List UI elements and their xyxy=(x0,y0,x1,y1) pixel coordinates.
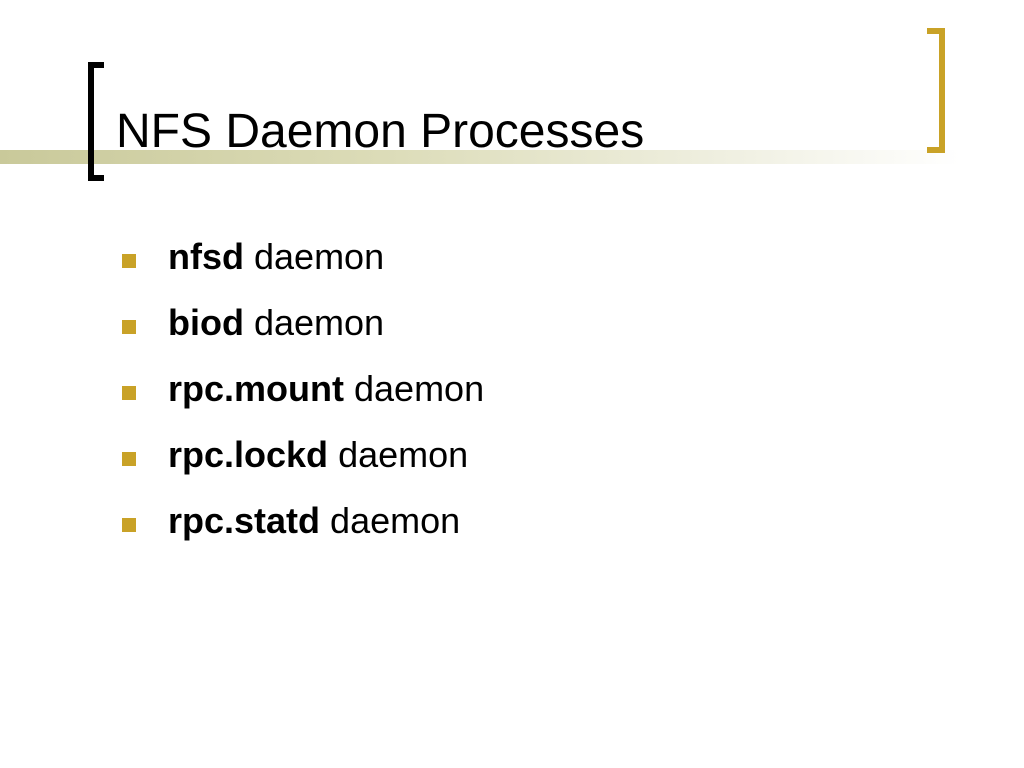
bullet-item-biod: biod daemon xyxy=(120,298,484,364)
square-bullet-icon xyxy=(122,452,136,466)
title-underline-bar xyxy=(0,150,960,164)
command-name: rpc.lockd xyxy=(168,434,329,475)
command-suffix: daemon xyxy=(244,236,385,277)
bullet-item-rpc-lockd: rpc.lockd daemon xyxy=(120,430,484,496)
slide-title: NFS Daemon Processes xyxy=(116,105,645,158)
command-name: rpc.statd xyxy=(168,500,321,541)
square-bullet-icon xyxy=(122,386,136,400)
command-suffix: daemon xyxy=(328,434,469,475)
command-name: biod xyxy=(168,302,244,343)
command-suffix: daemon xyxy=(243,302,385,343)
command-name: nfsd xyxy=(168,236,244,277)
bullet-item-nfsd: nfsd daemon xyxy=(120,232,484,298)
command-suffix: daemon xyxy=(320,500,461,541)
bullet-item-rpc-statd: rpc.statd daemon xyxy=(120,496,484,562)
bullet-item-rpc-mount: rpc.mount daemon xyxy=(120,364,484,430)
square-bullet-icon xyxy=(122,518,136,532)
left-bracket-decoration xyxy=(88,62,104,181)
bullet-list: nfsd daemon biod daemon rpc.mount daemon… xyxy=(120,232,484,562)
right-bracket-decoration xyxy=(927,28,945,153)
square-bullet-icon xyxy=(122,254,136,268)
command-name: rpc.mount xyxy=(168,368,344,409)
command-suffix: daemon xyxy=(344,368,485,409)
square-bullet-icon xyxy=(122,320,136,334)
